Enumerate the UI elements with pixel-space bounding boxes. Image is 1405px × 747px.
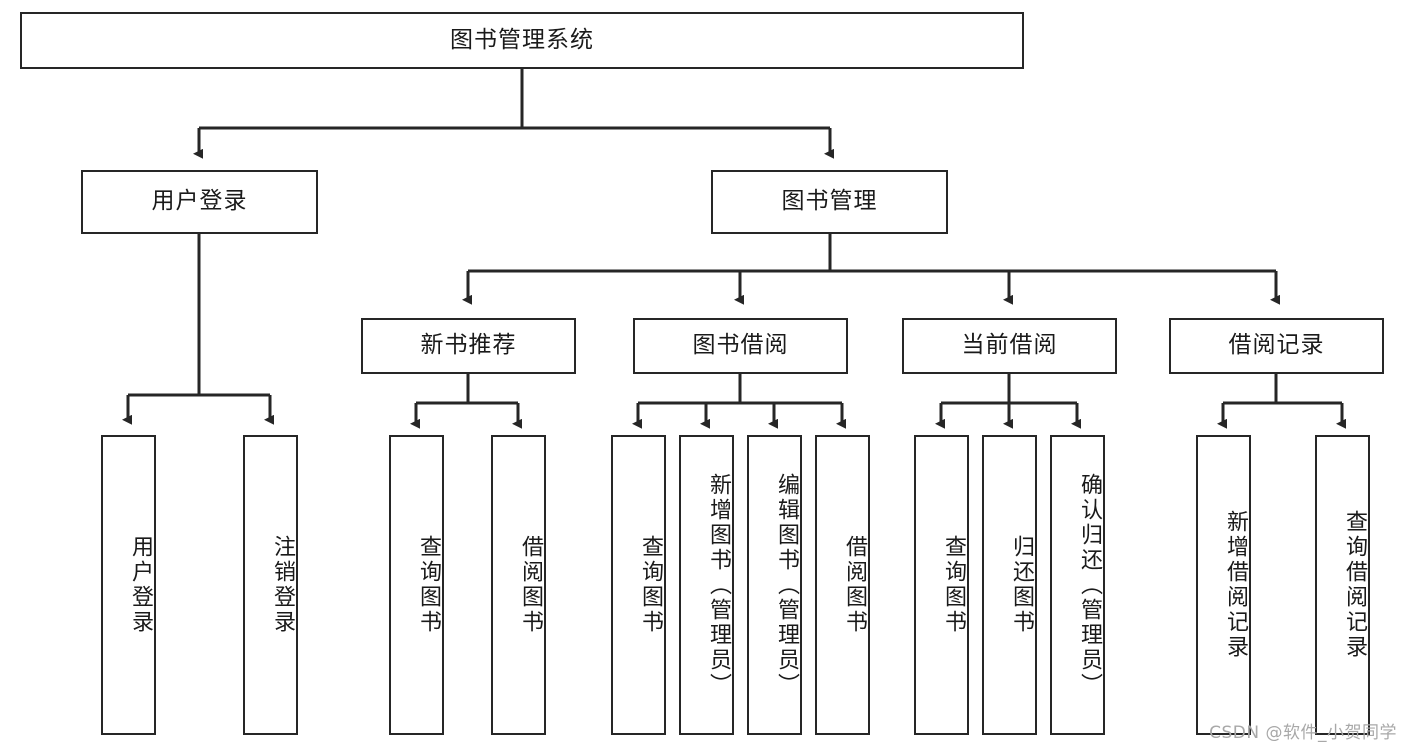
leaf-borrow-record-1[interactable]: 查询借阅记录 — [1315, 435, 1370, 735]
node-new-book-recommend[interactable]: 新书推荐 — [361, 318, 576, 374]
node-label: 新书推荐 — [420, 332, 517, 359]
node-label: 图书管理系统 — [450, 26, 594, 53]
leaf-book-borrow-2[interactable]: 编辑图书（管理员） — [747, 435, 802, 735]
leaf-current-borrow-0[interactable]: 查询图书 — [914, 435, 969, 735]
node-root-book-management-system[interactable]: 图书管理系统 — [20, 12, 1024, 69]
node-label: 图书管理 — [781, 188, 878, 215]
leaf-borrow-record-0[interactable]: 新增借阅记录 — [1196, 435, 1251, 735]
node-label: 注销登录 — [270, 535, 295, 635]
leaf-book-borrow-1[interactable]: 新增图书（管理员） — [679, 435, 734, 735]
leaf-book-borrow-3[interactable]: 借阅图书 — [815, 435, 870, 735]
node-borrow-record[interactable]: 借阅记录 — [1169, 318, 1384, 374]
node-label: 编辑图书（管理员） — [774, 472, 799, 698]
leaf-current-borrow-1[interactable]: 归还图书 — [982, 435, 1037, 735]
node-label: 归还图书 — [1009, 535, 1034, 635]
node-label: 图书借阅 — [692, 332, 789, 359]
node-book-borrow[interactable]: 图书借阅 — [633, 318, 848, 374]
node-label: 新增图书（管理员） — [706, 472, 731, 698]
node-label: 借阅记录 — [1228, 332, 1325, 359]
leaf-user-login-0[interactable]: 用户登录 — [101, 435, 156, 735]
node-label: 当前借阅 — [961, 332, 1058, 359]
node-label: 借阅图书 — [518, 535, 543, 635]
node-user-login[interactable]: 用户登录 — [81, 170, 318, 234]
node-book-management[interactable]: 图书管理 — [711, 170, 948, 234]
node-label: 确认归还（管理员） — [1077, 472, 1102, 698]
node-label: 借阅图书 — [842, 535, 867, 635]
node-current-borrow[interactable]: 当前借阅 — [902, 318, 1117, 374]
node-label: 查询图书 — [638, 535, 663, 635]
node-label: 用户登录 — [128, 535, 153, 635]
leaf-current-borrow-2[interactable]: 确认归还（管理员） — [1050, 435, 1105, 735]
csdn-watermark: CSDN @软件_小贺同学 — [1209, 723, 1397, 743]
leaf-new-book-recommend-0[interactable]: 查询图书 — [389, 435, 444, 735]
node-label: 查询借阅记录 — [1342, 510, 1367, 660]
node-label: 查询图书 — [416, 535, 441, 635]
node-label: 新增借阅记录 — [1223, 510, 1248, 660]
leaf-new-book-recommend-1[interactable]: 借阅图书 — [491, 435, 546, 735]
node-label: 查询图书 — [941, 535, 966, 635]
leaf-user-login-1[interactable]: 注销登录 — [243, 435, 298, 735]
leaf-book-borrow-0[interactable]: 查询图书 — [611, 435, 666, 735]
node-label: 用户登录 — [151, 188, 248, 215]
